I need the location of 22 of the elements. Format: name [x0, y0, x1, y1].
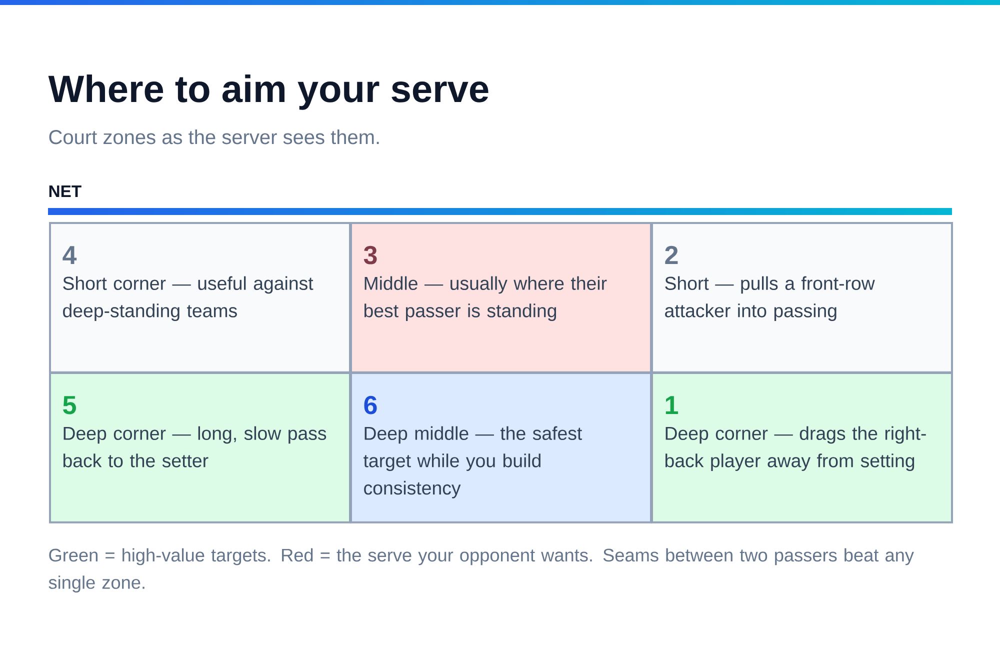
- zone-number: 6: [364, 396, 377, 414]
- zone-description: Deep corner — long, slow pass back to the setter: [63, 426, 326, 468]
- zone-number: 1: [666, 396, 678, 414]
- zone-cell: [350, 222, 652, 374]
- zone-number: 3: [364, 246, 377, 264]
- zone-description: Short corner — useful against deep-standing teams: [63, 276, 314, 321]
- caption: Green = high-value targets. Red = the serve your opponent wants. Seams between two passers beat any single zone.: [48, 548, 914, 592]
- zone-number: 4: [62, 246, 77, 264]
- zone-cell: [49, 372, 351, 524]
- zone-cell: [651, 372, 953, 524]
- zone-number: 5: [63, 396, 76, 414]
- zone-description: Deep corner — drags the right-back player away from setting: [665, 426, 926, 471]
- zone-description: Short — pulls a front-row attacker into passing: [665, 276, 875, 321]
- zone-description: Middle — usually where their best passer is standing: [364, 276, 607, 321]
- zone-cell: [49, 222, 351, 374]
- zone-description: Deep middle — the safest target while you build consistency: [364, 426, 582, 498]
- zone-cell: [350, 372, 652, 524]
- title: Where to aim your serve: [48, 74, 488, 110]
- zone-cell: [651, 222, 953, 374]
- subtitle: Court zones as the server sees them.: [49, 130, 379, 144]
- net-label: NET: [49, 186, 82, 197]
- zone-number: 2: [665, 246, 678, 264]
